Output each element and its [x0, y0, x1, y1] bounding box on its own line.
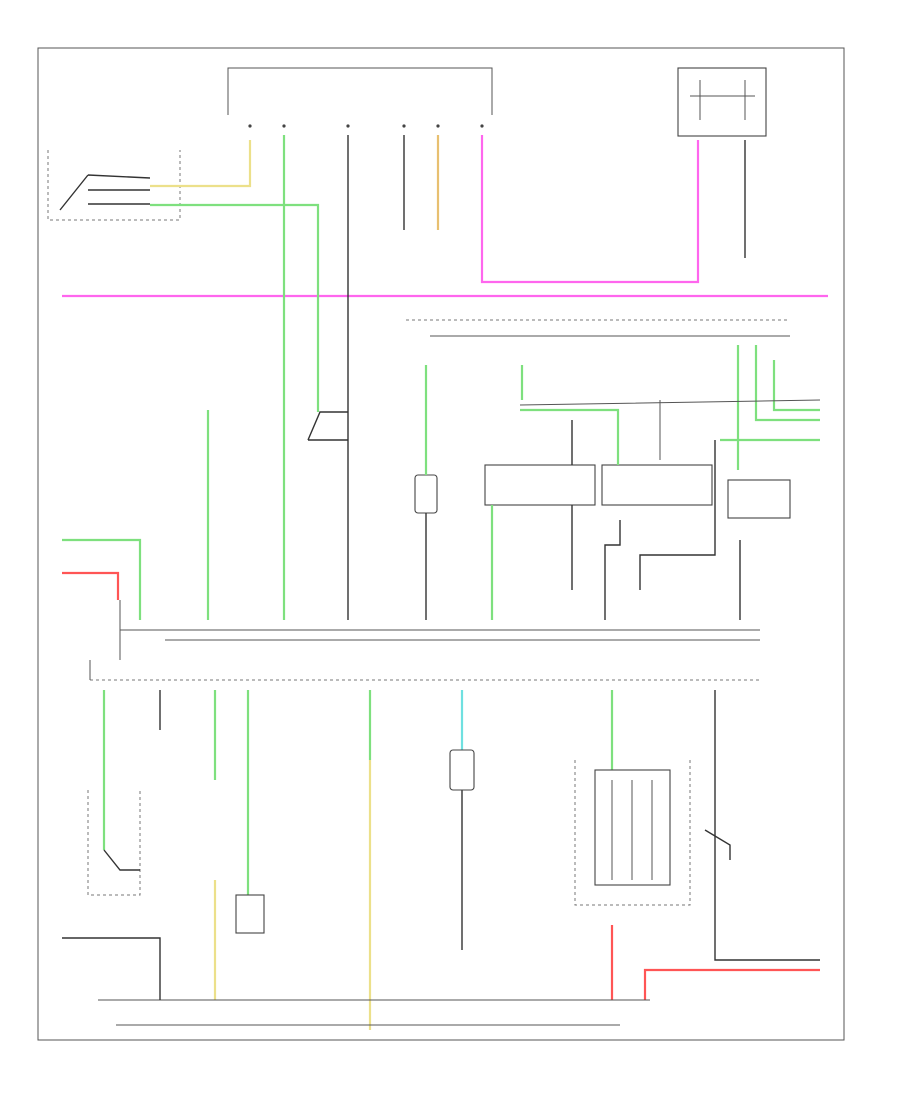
bottom-right-box	[574, 760, 691, 906]
top-right-switch	[677, 67, 767, 137]
green-wire-left-feed	[62, 538, 142, 620]
black-wire-right-module	[639, 440, 741, 620]
center-sensor	[414, 474, 438, 514]
black-wire-module-3	[604, 520, 621, 620]
right-module	[727, 479, 791, 519]
gray-wire-right	[519, 399, 821, 460]
top-center-unit	[227, 67, 493, 128]
yellow-wire-top	[150, 140, 252, 188]
green-wire-right-2	[754, 345, 820, 422]
diagram-border	[37, 47, 845, 1041]
black-wire-bottom-right	[714, 690, 820, 961]
pink-wire-top	[480, 135, 700, 284]
bottom-right-switch	[704, 829, 731, 860]
center-module	[484, 464, 713, 506]
middle-relay	[307, 411, 348, 441]
right-connector-block	[406, 319, 790, 337]
bottom-connector-bar	[89, 600, 760, 681]
bottom-center-box	[235, 749, 475, 934]
green-wire-module	[520, 365, 620, 465]
red-wire-left-feed	[62, 571, 120, 600]
black-wire-bottom-left	[62, 937, 161, 1000]
green-wire-branch	[150, 203, 320, 412]
bus-bar-lower	[98, 999, 650, 1026]
bus-bar-upper	[120, 629, 760, 641]
bottom-left-switch	[87, 790, 141, 896]
green-wire-right-3	[772, 360, 820, 412]
red-wire-bottom-2	[643, 968, 820, 1000]
